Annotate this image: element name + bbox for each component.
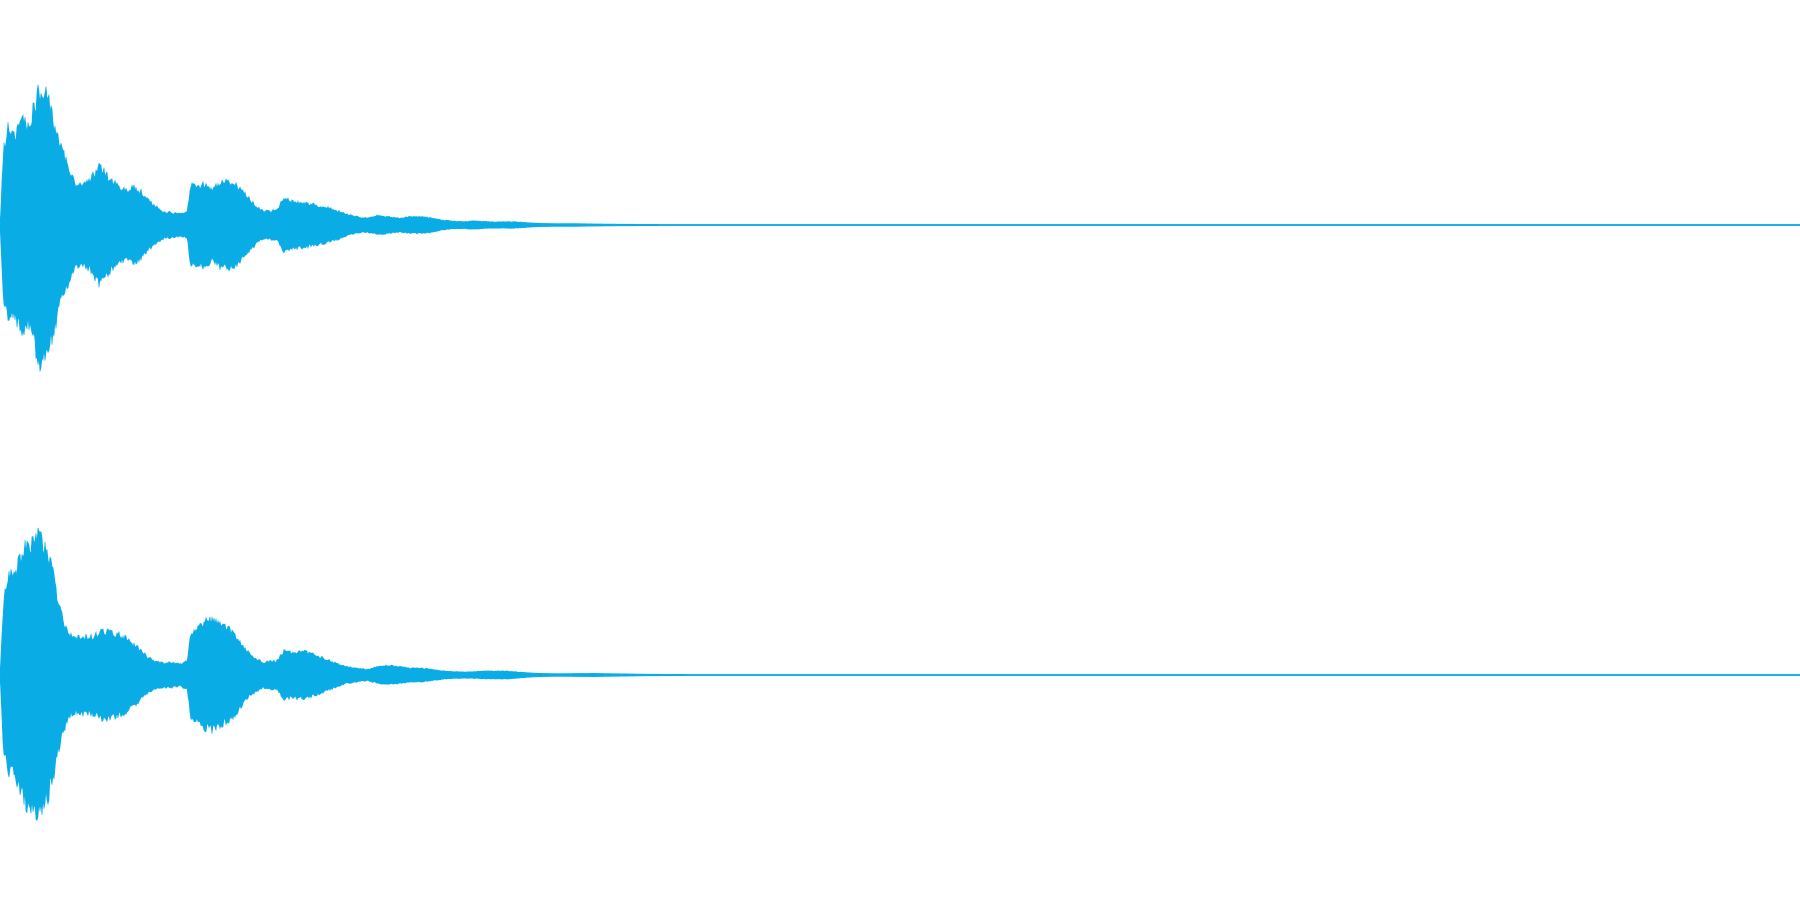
channel-2-amplitude-shape [0,527,1800,822]
channel-1-amplitude-shape [0,84,1800,372]
channel-1-waveform [0,84,1800,372]
channel-2-waveform [0,527,1800,822]
waveform-channels [0,84,1800,822]
